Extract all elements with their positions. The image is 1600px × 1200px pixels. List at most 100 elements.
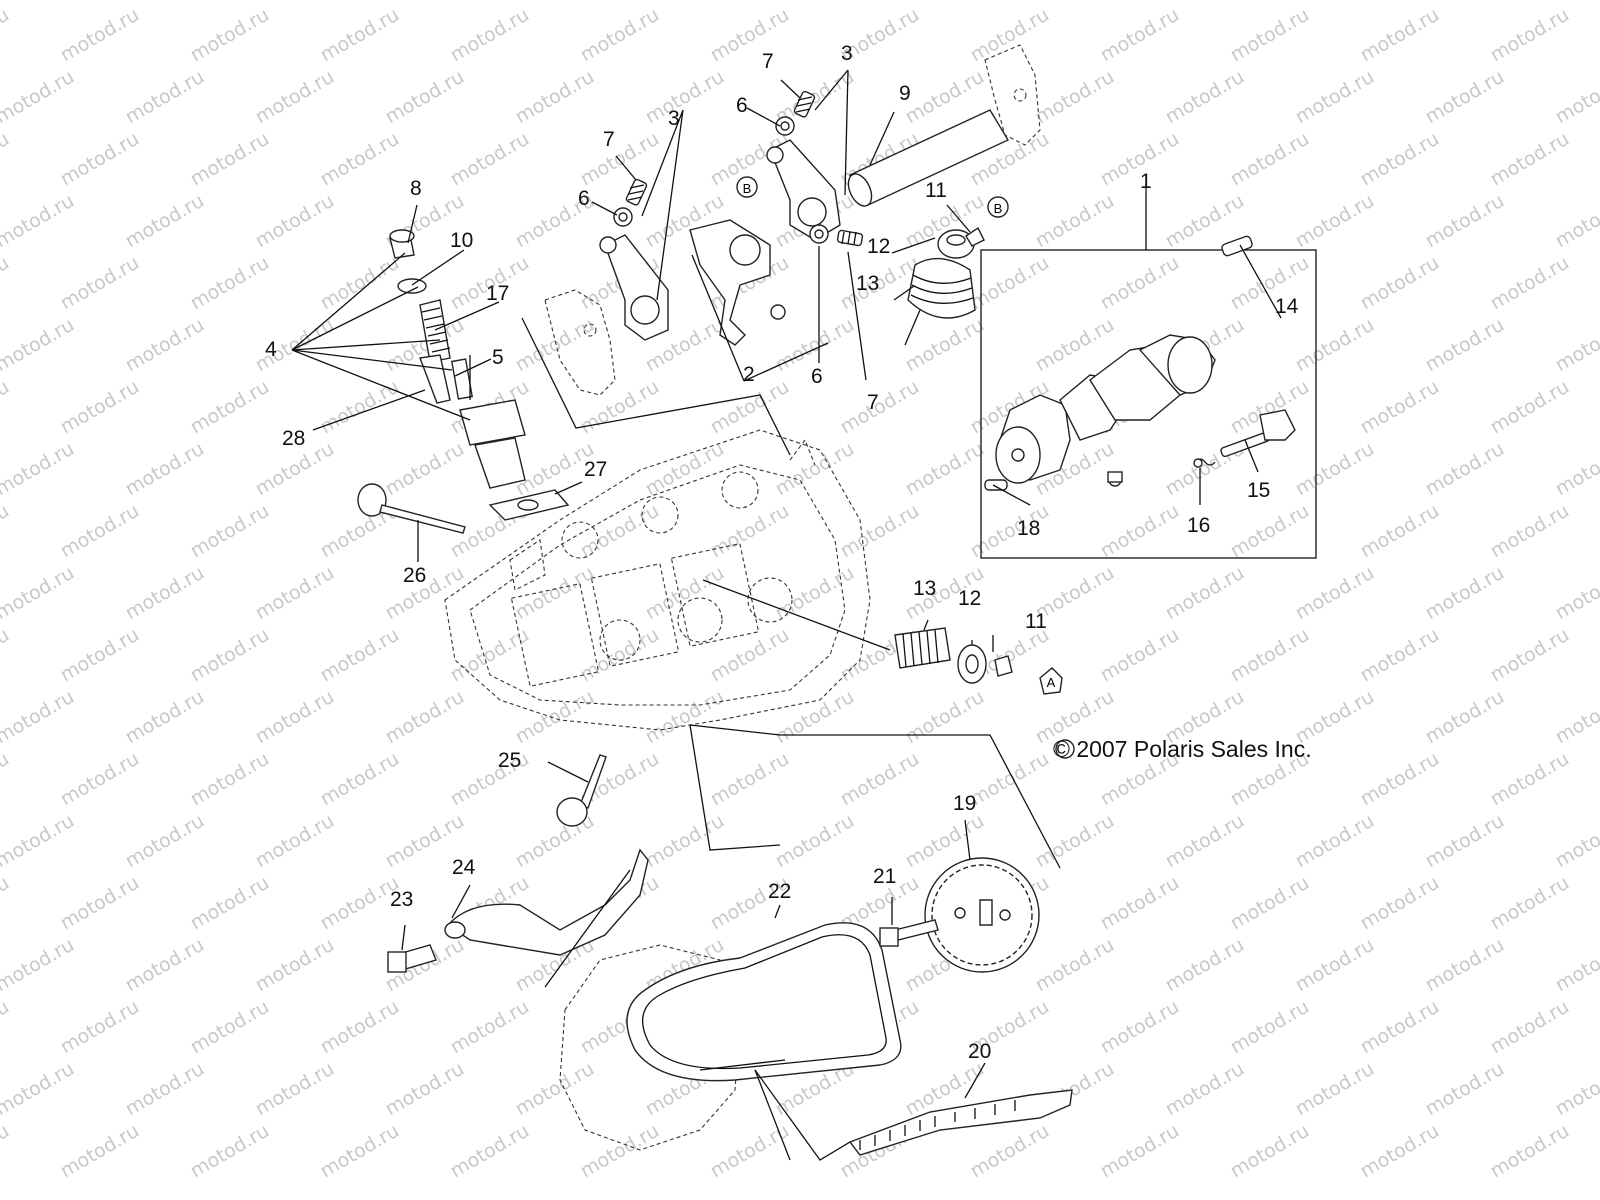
callout-6-right: 6 (736, 94, 748, 117)
watermark-text: motod.ru (1552, 934, 1600, 997)
watermark-text: motod.ru (642, 562, 728, 625)
callout-18: 18 (1017, 517, 1040, 540)
watermark-text: motod.ru (1487, 996, 1573, 1059)
callout-6-middle: 6 (811, 365, 823, 388)
watermark-text: motod.ru (1357, 748, 1443, 811)
watermark-text: motod.ru (1032, 190, 1118, 253)
watermark-text: motod.ru (122, 686, 208, 749)
callout-24: 24 (452, 856, 476, 879)
spring-retainer-upper (937, 229, 975, 259)
watermark-text: motod.ru (1357, 1120, 1443, 1183)
watermark-text: motod.ru (317, 376, 403, 439)
watermark-text: motod.ru (1422, 934, 1508, 997)
watermark-text: motod.ru (1422, 438, 1508, 501)
watermark-text: motod.ru (122, 0, 208, 4)
watermark-text: motod.ru (902, 438, 988, 501)
watermark-text: motod.ru (577, 128, 663, 191)
watermark-text: motod.ru (512, 1058, 598, 1121)
watermark-text: motod.ru (1032, 314, 1118, 377)
watermark-text: motod.ru (837, 376, 923, 439)
watermark-text: motod.ru (1552, 438, 1600, 501)
nut-left (613, 207, 633, 227)
watermark-text: motod.ru (57, 500, 143, 563)
copyright-block: © 2007 Polaris Sales Inc. (1053, 736, 1312, 762)
rocker-arm-middle (689, 219, 786, 346)
watermark-text: motod.ru (447, 128, 533, 191)
watermark-text: motod.ru (772, 562, 858, 625)
nut-right (775, 116, 795, 136)
watermark-text: motod.ru (0, 934, 78, 997)
timing-chain (626, 922, 902, 1082)
watermark-text: motod.ru (772, 810, 858, 873)
watermark-text: motod.ru (317, 624, 403, 687)
watermark-text: motod.ru (252, 562, 338, 625)
watermark-text: motod.ru (57, 128, 143, 191)
cam-sprocket-bolt (879, 919, 939, 947)
watermark-text: motod.ru (1357, 500, 1443, 563)
watermark-text: motod.ru (382, 1058, 468, 1121)
chain-tensioner (389, 229, 526, 489)
watermark-text: motod.ru (1357, 252, 1443, 315)
watermark-text: motod.ru (1487, 4, 1573, 67)
callout-6-left: 6 (578, 187, 590, 210)
watermark-text: motod.ru (0, 314, 78, 377)
watermark-text: motod.ru (57, 748, 143, 811)
callout-11-lower: 11 (1025, 610, 1047, 633)
watermark-text: motod.ru (1487, 1120, 1573, 1183)
nut-middle (809, 224, 829, 244)
watermark-text: motod.ru (1162, 1058, 1248, 1121)
chain-guide-24 (444, 848, 649, 956)
watermark-text: motod.ru (0, 1058, 78, 1121)
leader-lines (291, 69, 1282, 1099)
watermark-text: motod.ru (1227, 128, 1313, 191)
callout-26: 26 (403, 564, 426, 587)
callout-4: 4 (265, 338, 277, 361)
intake-valve (556, 754, 607, 827)
spring-retainer-lower (957, 644, 987, 684)
watermark-text: motod.ru (57, 4, 143, 67)
watermark-text: motod.ru (57, 252, 143, 315)
watermark-text: motod.ru (642, 686, 728, 749)
watermark-text: motod.ru (1292, 66, 1378, 129)
watermark-text: motod.ru (1162, 934, 1248, 997)
watermark-text: motod.ru (1552, 0, 1600, 4)
callout-7-right: 7 (762, 50, 774, 73)
watermark-text: motod.ru (967, 252, 1053, 315)
watermark-text: motod.ru (252, 810, 338, 873)
watermark-text: motod.ru (1357, 624, 1443, 687)
watermark-text: motod.ru (1227, 996, 1313, 1059)
watermark-text: motod.ru (967, 4, 1053, 67)
watermark-text: motod.ru (1552, 686, 1600, 749)
callout-13-lower: 13 (913, 577, 936, 600)
callout-13-upper: 13 (856, 272, 879, 295)
watermark-text: motod.ru (57, 1120, 143, 1183)
callout-11-upper: 11 (925, 179, 947, 202)
watermark-text: motod.ru (1292, 314, 1378, 377)
watermark-text: motod.ru (122, 314, 208, 377)
watermark-text: motod.ru (187, 996, 273, 1059)
watermark-text: motod.ru (577, 1120, 663, 1183)
pin-part-18 (984, 479, 1008, 491)
watermark-text: motod.ru (1032, 0, 1118, 4)
adjuster-screw-left (625, 178, 648, 206)
valve-spring-lower (894, 627, 951, 669)
watermark-text: motod.ru (1227, 500, 1313, 563)
rocker-bracket-dashed (984, 44, 1041, 146)
callout-7-left: 7 (603, 128, 615, 151)
watermark-text: motod.ru (1162, 562, 1248, 625)
adjuster-screw-right (793, 90, 816, 118)
callout-15: 15 (1247, 479, 1270, 502)
watermark-text: motod.ru (122, 66, 208, 129)
rocker-arm-intake (599, 234, 669, 341)
watermark-text: motod.ru (902, 686, 988, 749)
valve-keepers-upper (965, 226, 985, 247)
watermark-text: motod.ru (187, 376, 273, 439)
watermark-text: motod.ru (1097, 1120, 1183, 1183)
callout-20: 20 (968, 1040, 991, 1063)
callout-5: 5 (492, 346, 504, 369)
crankcase-cover-dashed (559, 944, 741, 1151)
callout-28: 28 (282, 427, 305, 450)
exhaust-valve (357, 483, 466, 534)
watermark-text: motod.ru (1292, 0, 1378, 4)
